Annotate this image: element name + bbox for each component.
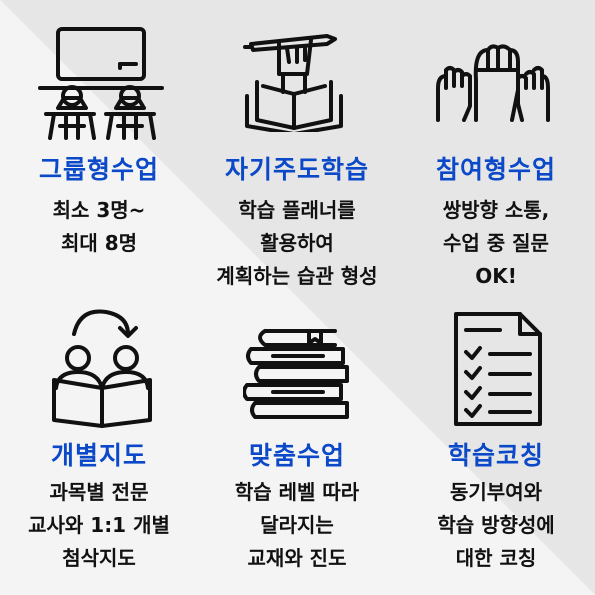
desc-line: 교재와 진도 [247, 546, 347, 570]
book-stack-icon [243, 325, 353, 425]
desc-line: 동기부여와 [450, 480, 542, 504]
desc-line: 쌍방향 소통, [442, 198, 550, 222]
desc-line: 대한 코칭 [455, 546, 537, 570]
desc-line: OK! [475, 264, 517, 288]
card-desc-self-study: 학습 플래너를 활용하여 계획하는 습관 형성 [198, 194, 396, 293]
card-desc-custom-class: 학습 레벨 따라 달라지는 교재와 진도 [198, 476, 396, 575]
card-desc-participation: 쌍방향 소통, 수업 중 질문 OK! [397, 194, 595, 293]
card-title-self-study: 자기주도학습 [224, 155, 369, 184]
checklist-icon [452, 312, 544, 426]
raised-hands-icon [432, 40, 554, 122]
card-title-custom-class: 맞춤수업 [248, 441, 345, 470]
desc-line: 활용하여 [260, 231, 334, 255]
card-title-participation: 참여형수업 [435, 155, 556, 184]
hand-pen-book-icon [243, 26, 353, 132]
card-desc-coaching: 동기부여와 학습 방향성에 대한 코칭 [397, 476, 595, 575]
desc-line: 과목별 전문 [49, 480, 149, 504]
desc-line: 달라지는 [260, 513, 334, 537]
desc-line: 수업 중 질문 [443, 231, 549, 255]
desc-line: 최대 8명 [60, 231, 138, 255]
classroom-desks-icon [36, 24, 166, 142]
card-title-group-class: 그룹형수업 [38, 155, 159, 184]
card-desc-group-class: 최소 3명~ 최대 8명 [0, 194, 198, 260]
people-reading-icon [50, 308, 154, 428]
desc-line: 교사와 1:1 개별 [28, 513, 170, 537]
desc-line: 계획하는 습관 형성 [216, 264, 378, 288]
card-title-coaching: 학습코칭 [447, 441, 544, 470]
desc-line: 최소 3명~ [52, 198, 146, 222]
desc-line: 학습 레벨 따라 [234, 480, 360, 504]
desc-line: 학습 플래너를 [238, 198, 356, 222]
card-desc-individual: 과목별 전문 교사와 1:1 개별 첨삭지도 [0, 476, 198, 575]
desc-line: 학습 방향성에 [437, 513, 555, 537]
desc-line: 첨삭지도 [62, 546, 136, 570]
card-title-individual: 개별지도 [50, 441, 147, 470]
